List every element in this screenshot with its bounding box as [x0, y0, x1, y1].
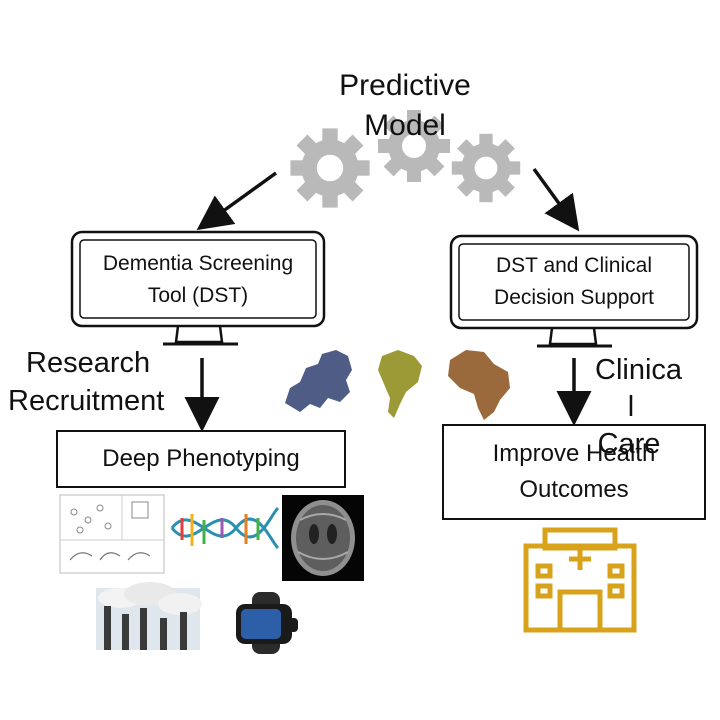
- clinical-care-line2: l: [627, 391, 635, 423]
- smartwatch-icon: [236, 592, 298, 654]
- right-monitor-line1: DST and Clinical: [495, 254, 652, 277]
- left-monitor-icon: [70, 230, 326, 346]
- improve-health-line1: Improve Health: [492, 440, 656, 467]
- left-monitor-line2: Tool (DST): [147, 284, 249, 307]
- improve-health-line2: Outcomes: [519, 476, 629, 503]
- predictive-model-line1: Predictive: [339, 69, 471, 102]
- predictive-model-label: Predictive Model: [300, 66, 510, 146]
- clinical-care-line1: Clinica: [595, 354, 683, 386]
- left-monitor-text: Dementia Screening Tool (DST): [80, 248, 316, 312]
- clinical-care-label: Clinica l Care: [595, 352, 715, 463]
- africa-map-icon: [448, 350, 510, 420]
- brain-mri-icon: [282, 495, 364, 581]
- right-monitor-line2: Decision Support: [494, 286, 654, 309]
- arrow-to-left-monitor: [196, 171, 278, 231]
- research-recruitment-line2: Recruitment: [8, 385, 165, 417]
- europe-map-icon: [285, 350, 352, 412]
- south-america-map-icon: [378, 350, 422, 418]
- improve-health-outcomes-box: Improve Health Outcomes: [442, 424, 706, 520]
- hospital-icon: [523, 527, 637, 633]
- clinical-care-line3: Care: [597, 428, 661, 460]
- left-monitor-line1: Dementia Screening: [102, 252, 294, 275]
- research-recruitment-label: Research Recruitment: [8, 344, 198, 420]
- factory-smokestacks-icon: [96, 582, 202, 650]
- predictive-model-line2: Model: [364, 109, 446, 142]
- cognitive-test-sheet-icon: [59, 494, 165, 574]
- dna-helix-icon: [170, 506, 280, 550]
- deep-phenotyping-label: Deep Phenotyping: [102, 445, 300, 472]
- deep-phenotyping-box: Deep Phenotyping: [56, 430, 346, 488]
- arrow-to-right-monitor: [532, 167, 580, 232]
- right-monitor-icon: [449, 234, 699, 348]
- right-monitor-text: DST and Clinical Decision Support: [459, 250, 689, 314]
- research-recruitment-line1: Research: [26, 347, 151, 379]
